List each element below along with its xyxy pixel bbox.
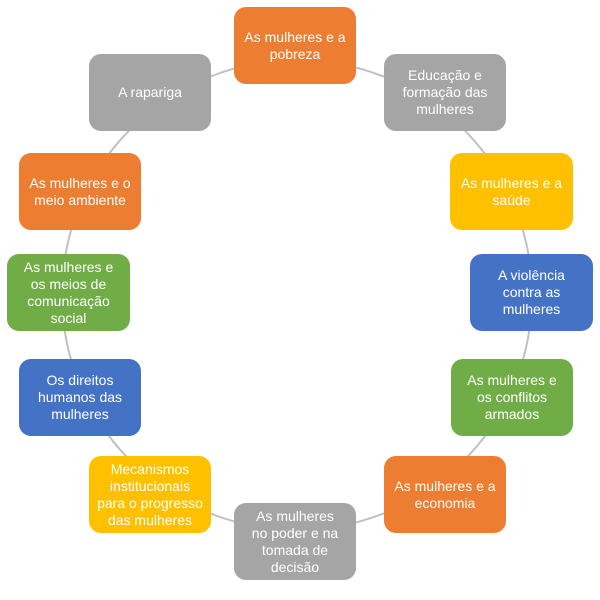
node-economy: As mulheres e a economia [384, 456, 506, 533]
node-institutional-mechanisms: Mecanismos institucionais para o progres… [89, 456, 211, 533]
node-power-decision: As mulheres no poder e na tomada de deci… [234, 503, 356, 580]
node-girl-child: A rapariga [89, 54, 211, 131]
node-media: As mulheres e os meios de comunicação so… [7, 254, 130, 331]
node-health: As mulheres e a saúde [450, 153, 573, 230]
node-education: Educação e formação das mulheres [384, 54, 506, 131]
node-violence: A violência contra as mulheres [470, 254, 593, 331]
node-environment: As mulheres e o meio ambiente [19, 153, 141, 230]
node-human-rights: Os direitos humanos das mulheres [19, 359, 141, 436]
node-armed-conflict: As mulheres e os conflitos armados [451, 359, 573, 436]
node-poverty: As mulheres e a pobreza [234, 7, 356, 84]
